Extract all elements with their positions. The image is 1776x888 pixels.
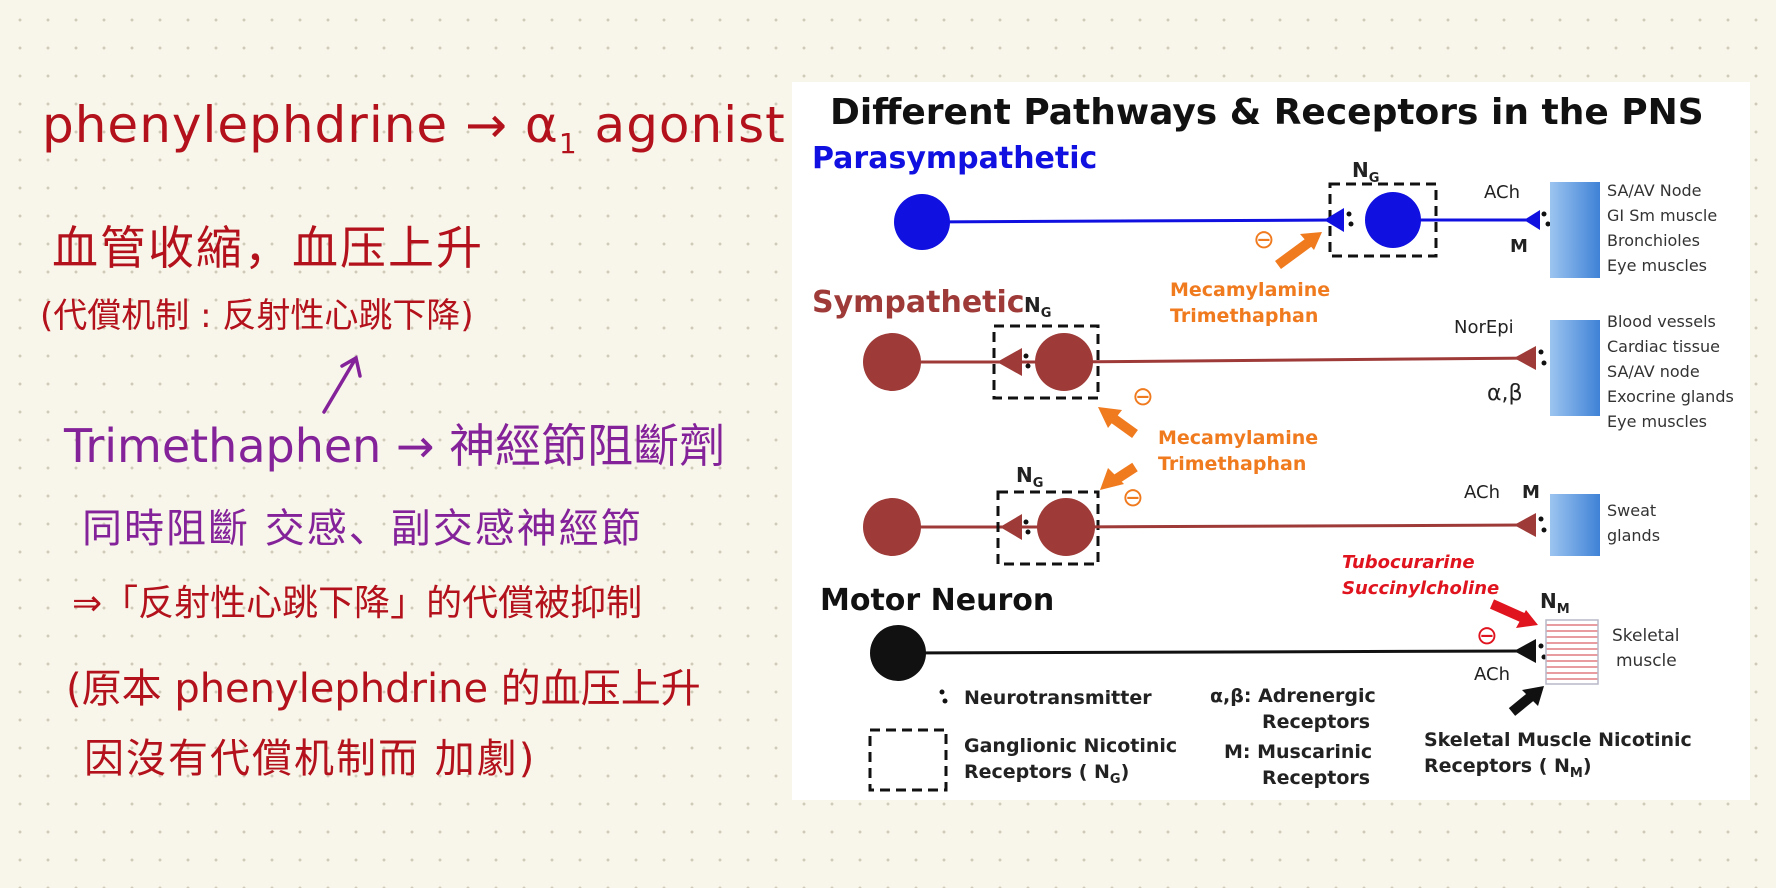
legend-neurotransmitter-dot — [942, 698, 948, 704]
receptor-arrowhead — [1000, 514, 1022, 540]
target-text: SA/AV node — [1607, 362, 1700, 381]
note-line-compensation: (代償机制 : 反射性心跳下降) — [40, 296, 474, 336]
neurotransmitter-dot — [1541, 360, 1547, 366]
target-text: Exocrine glands — [1607, 387, 1734, 406]
target-organ-parasympathetic — [1550, 182, 1600, 278]
parasympathetic-label: Parasympathetic — [812, 141, 1097, 176]
neurotransmitter-dot — [1538, 643, 1544, 649]
ganglion-box-sympathetic — [992, 324, 1100, 400]
sympathetic-cell-body — [863, 333, 921, 391]
blocker-arrowhead — [1098, 407, 1122, 428]
inhibit-icon: ⊖ — [1253, 225, 1275, 255]
motor-neuron-label: Motor Neuron — [820, 583, 1054, 618]
inhibit-icon: ⊖ — [1122, 483, 1144, 513]
target-text: GI Sm muscle — [1607, 206, 1717, 225]
neurotransmitter-dot — [1025, 363, 1031, 369]
diagram-title: Different Pathways & Receptors in the PN… — [830, 92, 1704, 133]
receptor-arrowhead — [1514, 513, 1536, 537]
muscarinic-label: M — [1522, 482, 1540, 503]
nmj-blocker-2-name: Succinylcholine — [1342, 578, 1499, 599]
legend-ganglion-box — [868, 728, 948, 792]
note-line-phenylephrine: phenylephdrine → α1 agonist — [42, 96, 786, 160]
legend-adrenergic-1: α,β: Adrenergic — [1210, 685, 1376, 707]
muscarinic-label: M — [1510, 236, 1528, 257]
alpha-beta-label: α,β — [1487, 381, 1523, 406]
legend-skeletal-2: Receptors ( NM) — [1424, 755, 1592, 781]
norepi-label: NorEpi — [1454, 317, 1514, 338]
motor-axon — [897, 649, 1529, 655]
blocker-2-name: Trimethaphan — [1170, 305, 1318, 327]
sympathetic-postganglionic-axon — [1065, 523, 1535, 529]
sympathetic-label: Sympathetic — [812, 285, 1025, 320]
neurotransmitter-dot — [1023, 519, 1029, 525]
neurotransmitter-dot — [1348, 221, 1354, 227]
blocker-arrow-1 — [1275, 235, 1315, 270]
neurotransmitter-dot — [1025, 529, 1031, 535]
target-text: Eye muscles — [1607, 412, 1707, 431]
receptor-arrowhead — [1324, 208, 1344, 232]
note-line-aggravated: 因沒有代償机制而 加劇) — [84, 736, 537, 782]
ng-label: NG — [1024, 293, 1051, 321]
legend-ganglionic-2: Receptors ( NG) — [964, 761, 1129, 787]
neurotransmitter-dot — [1541, 527, 1547, 533]
parasympathetic-cell-body — [894, 194, 950, 250]
neurotransmitter-dot — [1023, 353, 1029, 359]
legend-muscarinic-1: M: Muscarinic — [1224, 741, 1372, 763]
blocker-2-name: Trimethaphan — [1158, 453, 1306, 475]
blocker-1-name: Mecamylamine — [1170, 279, 1330, 301]
ach-label: ACh — [1484, 182, 1520, 203]
neurotransmitter-dot — [1538, 516, 1544, 522]
blocker-1-name: Mecamylamine — [1158, 427, 1318, 449]
neurotransmitter-dot — [1538, 349, 1544, 355]
legend-muscarinic-2: Receptors — [1262, 767, 1370, 789]
target-organ-sympathetic — [1550, 320, 1600, 416]
ach-label: ACh — [1464, 482, 1500, 503]
note-line-original: (原本 phenylephdrine 的血压上升 — [66, 666, 701, 712]
receptor-arrowhead — [1514, 346, 1536, 370]
inhibit-icon: ⊖ — [1132, 382, 1154, 412]
sympathetic-postganglionic-axon — [1063, 356, 1535, 364]
target-text: Bronchioles — [1607, 231, 1700, 250]
pns-diagram: Different Pathways & Receptors in the PN… — [792, 82, 1750, 800]
nmj-blocker-arrowhead — [1516, 610, 1538, 628]
legend-neurotransmitter: Neurotransmitter — [964, 687, 1152, 709]
receptor-arrowhead — [997, 348, 1022, 376]
blocker-arrowhead — [1100, 468, 1124, 490]
legend-neurotransmitter-dot — [939, 689, 945, 695]
note-line-inhibited: ⇒「反射性心跳下降」的代償被抑制 — [72, 583, 643, 624]
skeletal-muscle-target — [1545, 619, 1599, 685]
parasympathetic-preganglionic-axon — [921, 218, 1338, 224]
target-text: Sweat — [1607, 501, 1656, 520]
receptor-arrowhead — [1524, 210, 1540, 230]
nm-label: NM — [1540, 589, 1570, 617]
target-organ-sweat-glands — [1550, 494, 1600, 556]
target-text: muscle — [1616, 651, 1677, 671]
nmj-blocker-1-name: Tubocurarine — [1342, 552, 1475, 573]
target-text: Eye muscles — [1607, 256, 1707, 275]
note-line-ganglion-block: 同時阻斷 交感、副交感神經節 — [82, 506, 643, 552]
ng-label: NG — [1352, 158, 1379, 186]
inhibit-icon: ⊖ — [1476, 621, 1498, 651]
target-text: glands — [1607, 526, 1660, 545]
ach-label: ACh — [1474, 664, 1510, 685]
note-line-trimethaphen: Trimethaphen → 神經節阻斷劑 — [64, 419, 726, 473]
receptor-arrowhead — [1514, 639, 1536, 663]
blocker-arrowhead — [1300, 232, 1322, 250]
nm-pointer-arrowhead — [1522, 686, 1544, 706]
neurotransmitter-dot — [1541, 211, 1547, 217]
neurotransmitter-dot — [1545, 221, 1551, 227]
target-text: Skeletal — [1612, 626, 1679, 646]
target-text: Cardiac tissue — [1607, 337, 1720, 356]
legend-skeletal-1: Skeletal Muscle Nicotinic — [1424, 729, 1692, 751]
sympathetic-cell-body — [863, 498, 921, 556]
legend-adrenergic-2: Receptors — [1262, 711, 1370, 733]
ng-label: NG — [1016, 463, 1043, 491]
legend-ganglionic-1: Ganglionic Nicotinic — [964, 735, 1177, 757]
target-text: Blood vessels — [1607, 312, 1716, 331]
handwritten-arrow-icon — [322, 355, 362, 414]
neurotransmitter-dot — [1346, 211, 1352, 217]
note-line-vasoconstriction: 血管收縮，血压上升 — [52, 221, 484, 275]
target-text: SA/AV Node — [1607, 181, 1702, 200]
motor-neuron-cell-body — [870, 625, 926, 681]
